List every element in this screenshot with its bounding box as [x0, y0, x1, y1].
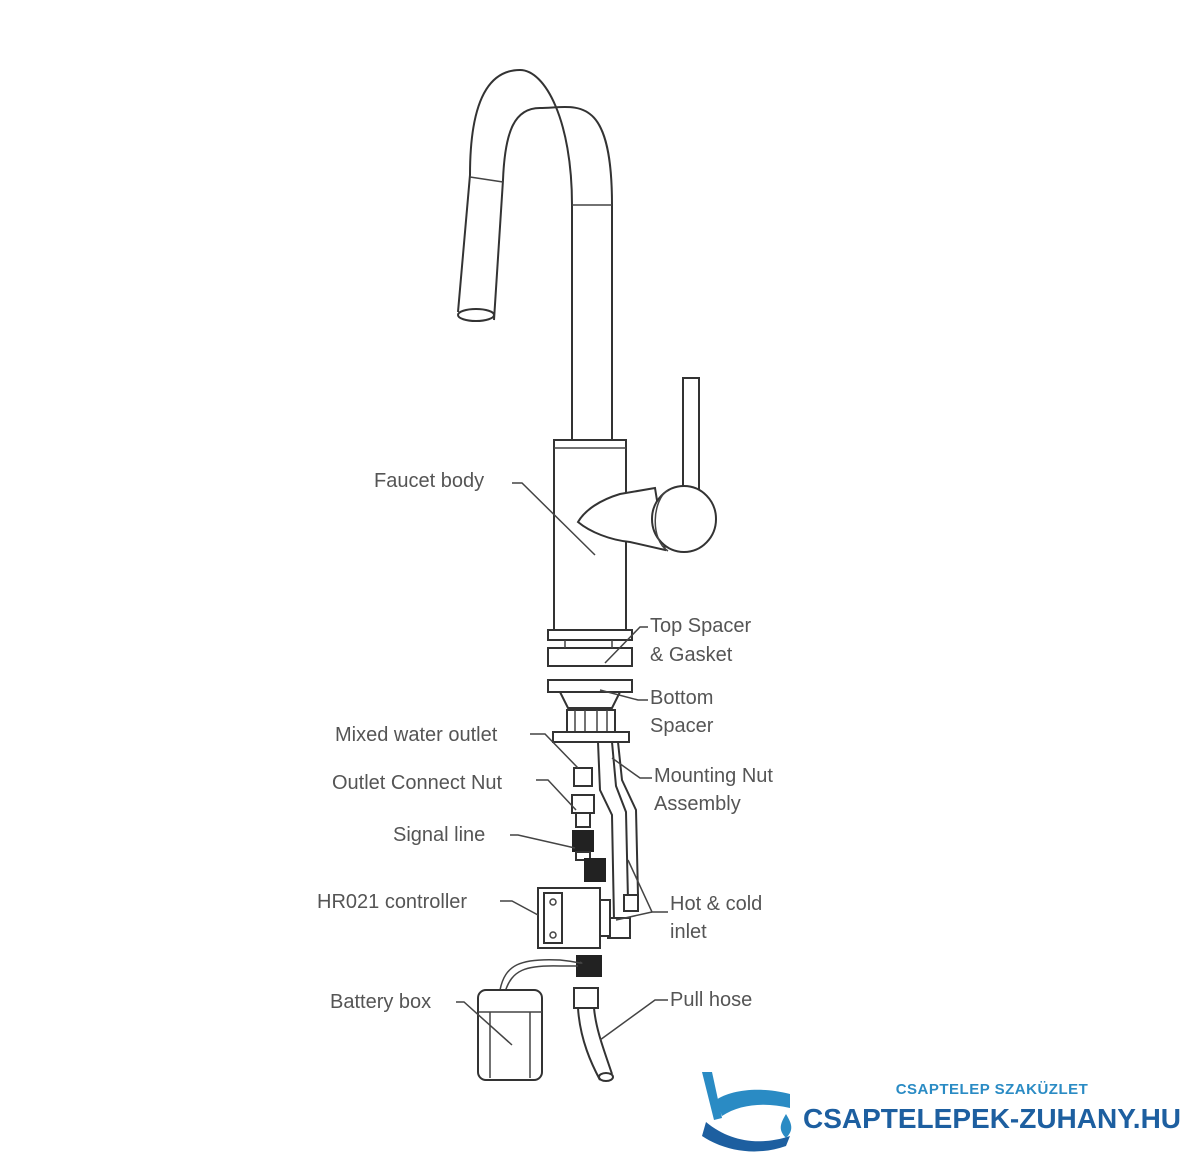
label-pull-hose: Pull hose — [670, 989, 752, 1011]
label-signal-line: Signal line — [393, 824, 485, 846]
signal-line-connector — [572, 830, 606, 882]
bottom-spacer — [547, 679, 633, 709]
mixed-water-outlet — [573, 767, 593, 787]
mounting-nut-assembly — [552, 709, 630, 743]
label-top-spacer-line1: Top Spacer — [650, 615, 752, 637]
logo-title: CSAPTELEPEK-ZUHANY.HU — [803, 1103, 1181, 1134]
battery-box — [477, 958, 583, 1081]
label-mixed-water-outlet: Mixed water outlet — [335, 724, 498, 746]
pull-hose — [573, 987, 614, 1082]
faucet-logo-icon — [702, 1072, 792, 1152]
label-top-spacer-line2: & Gasket — [650, 644, 733, 666]
label-bottom-spacer-line1: Bottom — [650, 687, 713, 709]
spout — [457, 68, 613, 440]
label-mounting-nut-line1: Mounting Nut — [654, 765, 773, 787]
label-hr021-controller: HR021 controller — [317, 891, 467, 913]
label-hot-cold-line2: inlet — [670, 921, 707, 943]
label-outlet-connect-nut: Outlet Connect Nut — [332, 772, 503, 794]
top-spacer-gasket — [547, 629, 633, 667]
handle-lever — [576, 377, 717, 553]
logo-subtitle: CSAPTELEP SZAKÜZLET — [896, 1081, 1089, 1098]
label-bottom-spacer-line2: Spacer — [650, 715, 714, 737]
outlet-connect-nut — [571, 794, 595, 828]
leader-lines — [456, 482, 668, 1046]
label-battery-box: Battery box — [330, 991, 431, 1013]
hr021-controller — [537, 887, 611, 977]
hot-cold-inlet-pipes — [597, 741, 639, 939]
label-faucet-body: Faucet body — [374, 470, 484, 492]
label-mounting-nut-line2: Assembly — [654, 793, 741, 815]
label-hot-cold-line1: Hot & cold — [670, 893, 762, 915]
